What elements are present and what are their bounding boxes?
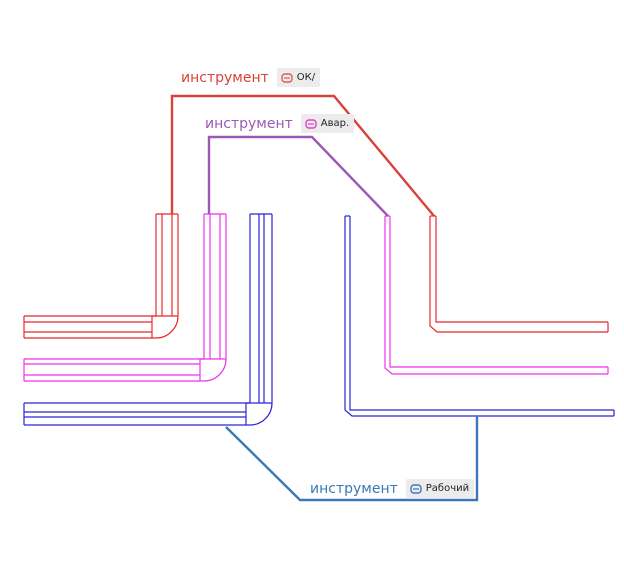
leader-line-purple bbox=[207, 135, 389, 217]
pipe-left-blue[interactable] bbox=[23, 213, 273, 426]
pipe-right-red[interactable] bbox=[429, 215, 609, 333]
pipe-left-magenta[interactable] bbox=[23, 213, 227, 382]
badge-purple-text: Авар. bbox=[320, 118, 350, 129]
badge-red[interactable]: ОК/ bbox=[276, 68, 321, 87]
pipe-layer-icon bbox=[305, 118, 317, 129]
badge-blue[interactable]: Рабочий bbox=[405, 479, 475, 498]
badge-red-text: ОК/ bbox=[296, 72, 316, 83]
badge-purple[interactable]: Авар. bbox=[300, 114, 355, 133]
badge-blue-text: Рабочий bbox=[425, 483, 470, 494]
label-blue-tool: инструмент bbox=[310, 480, 398, 497]
pipe-layer-icon bbox=[281, 72, 293, 83]
leader-line-blue bbox=[225, 416, 479, 502]
label-red-tool: инструмент bbox=[181, 69, 269, 86]
pipe-right-magenta[interactable] bbox=[384, 215, 609, 375]
pipe-left-red[interactable] bbox=[23, 213, 179, 339]
label-blue[interactable]: инструмент Рабочий bbox=[310, 479, 475, 498]
pipe-layer-icon bbox=[410, 483, 422, 494]
leader-line-red bbox=[170, 94, 435, 217]
label-purple-tool: инструмент bbox=[205, 115, 293, 132]
label-purple[interactable]: инструмент Авар. bbox=[205, 114, 355, 133]
label-red[interactable]: инструмент ОК/ bbox=[181, 68, 321, 87]
pipe-right-blue[interactable] bbox=[344, 215, 615, 417]
